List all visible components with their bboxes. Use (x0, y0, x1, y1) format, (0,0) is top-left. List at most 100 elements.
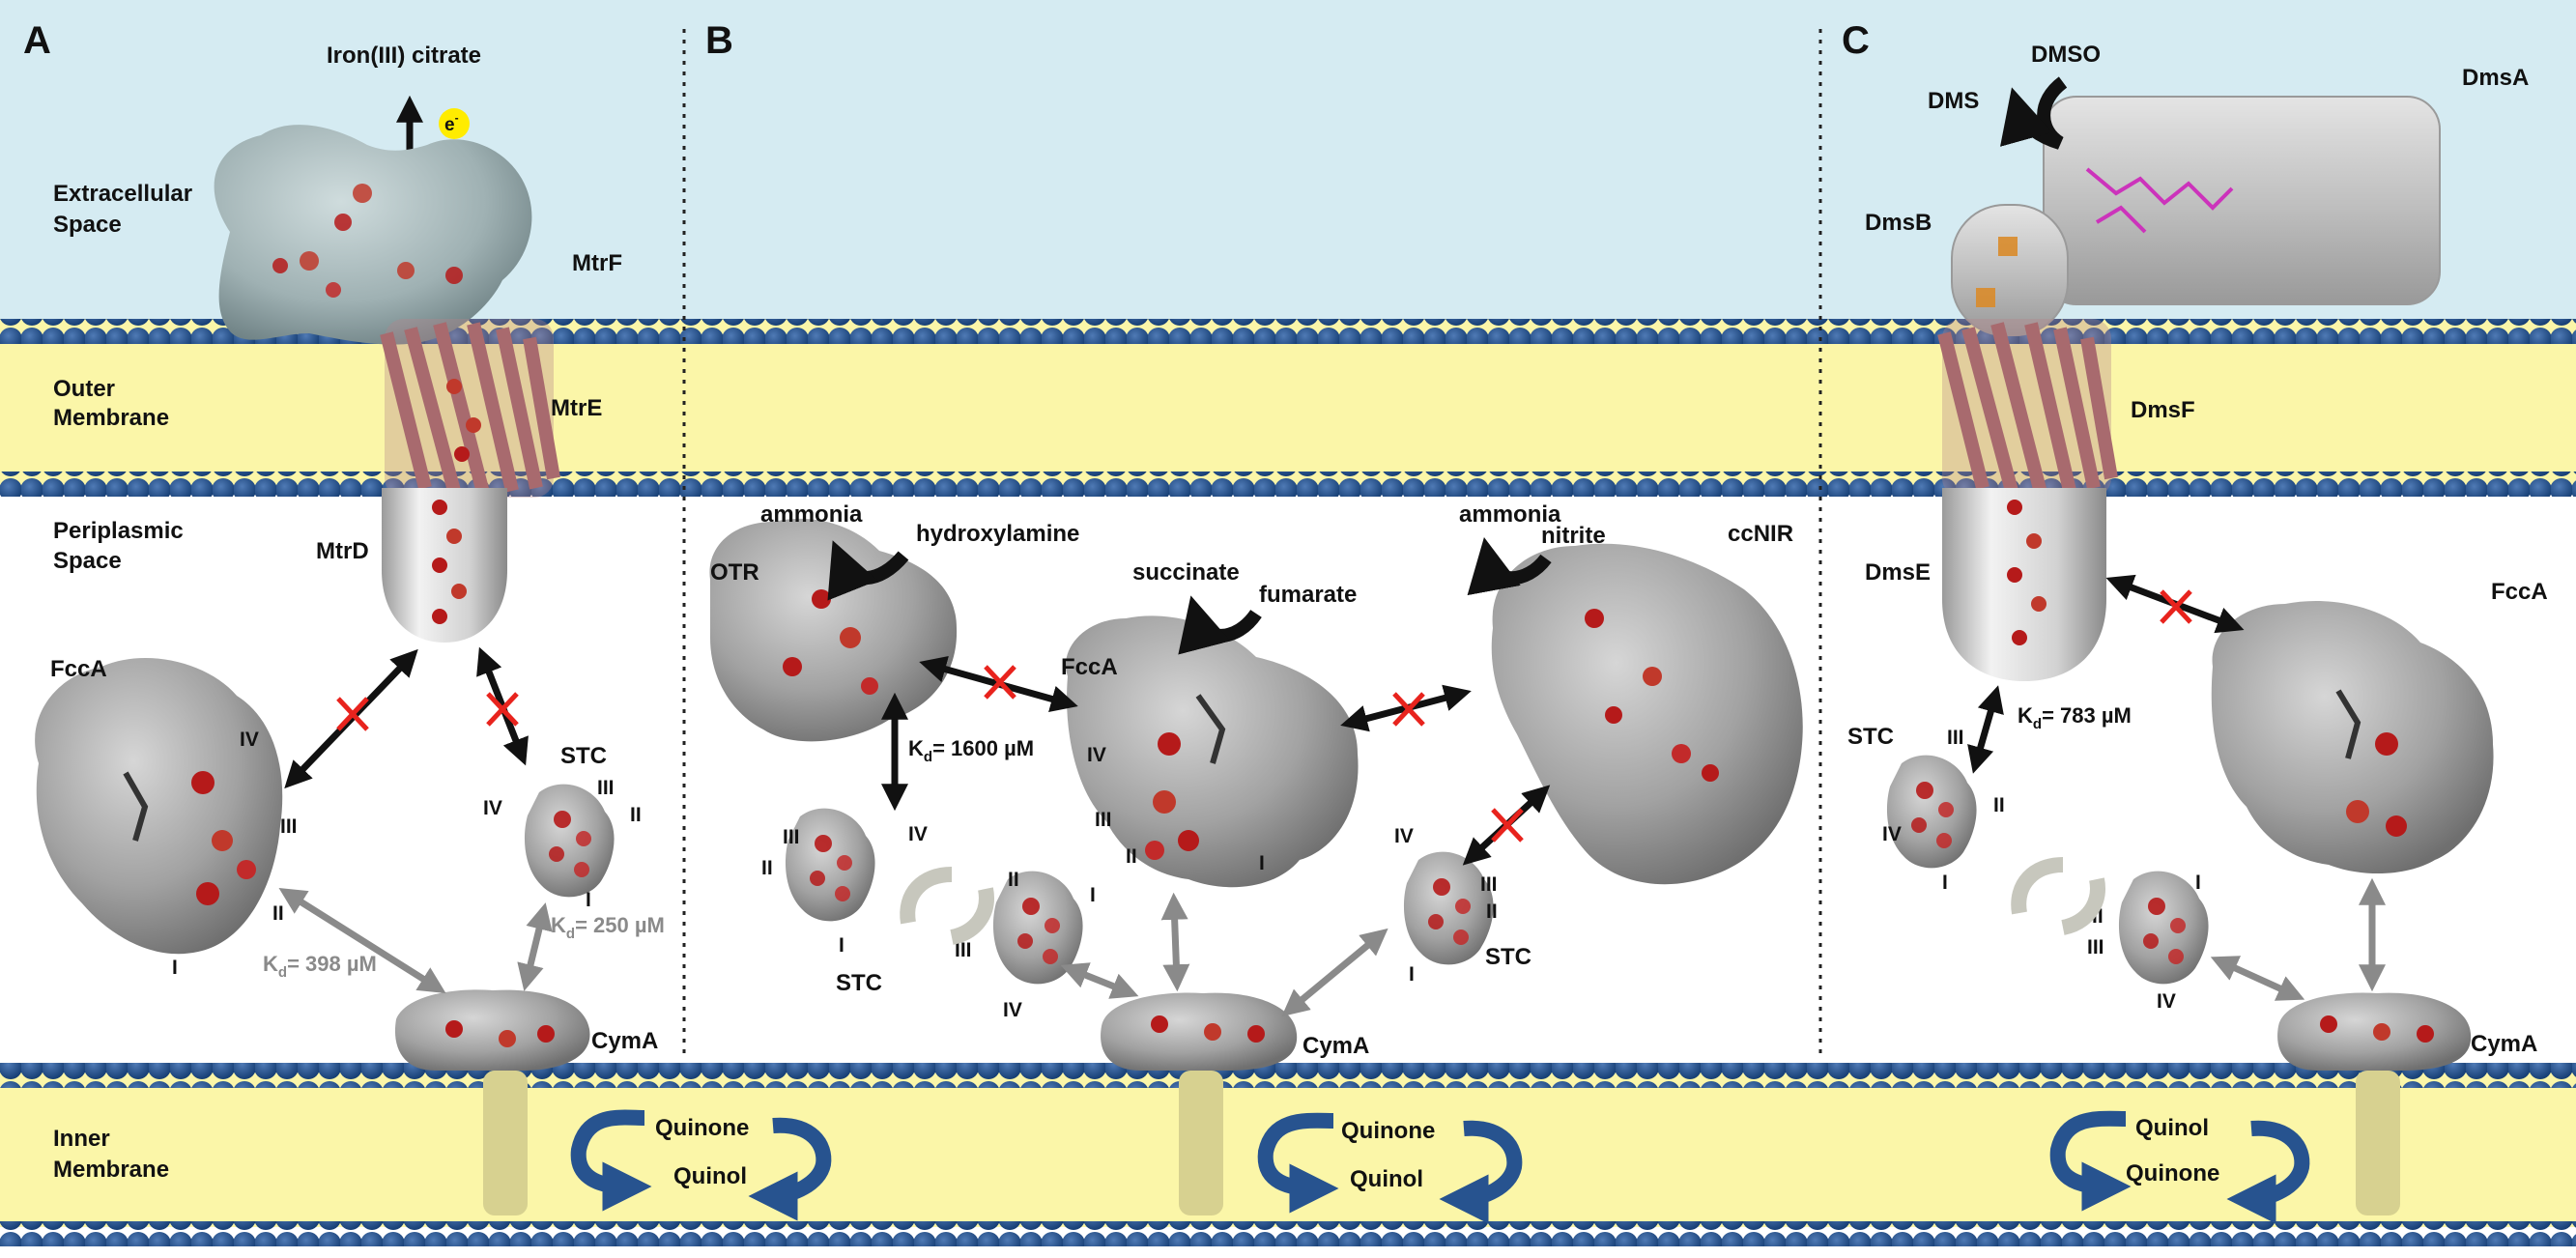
cyma-label-a: CymA (591, 1028, 658, 1054)
panel-c: C DmsA DmsB DMSO DMS DmsF (1842, 19, 2548, 1224)
quinol-label-b: Quinol (1350, 1166, 1423, 1192)
kd-dmse-stc-c: Kd= 783 µM (2018, 703, 2132, 732)
otr-protein (709, 518, 958, 742)
fcca-label-c: FccA (2491, 579, 2548, 605)
electron-label: e- (444, 111, 459, 135)
dmsa-label: DmsA (2462, 65, 2529, 91)
panel-c-letter: C (1842, 19, 1870, 62)
panel-b: B OTR ammonia hydroxylamine FccA succina… (705, 19, 1803, 1224)
quinone-label-c: Quinone (2126, 1160, 2219, 1187)
mtrd-label: MtrD (316, 538, 369, 564)
arrow-fcca-cyma-b (1160, 892, 1190, 992)
block-cross-b2 (1392, 692, 1425, 727)
electron-badge (439, 108, 470, 139)
fcca-protein-c (2211, 600, 2494, 874)
dmse-label: DmsE (1865, 559, 1931, 586)
region-label-inner-membrane-1: Inner (53, 1126, 110, 1152)
inner-membrane-leaflet-bottom (0, 1221, 2576, 1246)
stc-b-mid-heme-iii: III (955, 939, 972, 961)
stc-a-heme-ii: II (630, 804, 642, 826)
inner-membrane-leaflet-top (0, 1063, 2576, 1088)
stc-a-heme-iii: III (597, 777, 615, 799)
stc-b-mid-heme-iv: IV (1003, 999, 1022, 1021)
fcca-a-heme-iv: IV (240, 729, 259, 751)
inner-membrane-core (0, 1063, 2576, 1227)
stc-exchange-cycle-c (2011, 857, 2105, 935)
region-label-inner-membrane-2: Membrane (53, 1157, 169, 1183)
quinol-label-c: Quinol (2135, 1115, 2209, 1141)
ccnir-label: ccNIR (1728, 521, 1793, 547)
mtrd-protein (382, 488, 507, 643)
block-cross-b1 (984, 665, 1016, 700)
cyma-protein-b (1101, 992, 1298, 1215)
stc-b-left-heme-iv: IV (908, 823, 928, 845)
otr-product-label: ammonia (760, 501, 863, 528)
quinone-label-b: Quinone (1341, 1118, 1435, 1144)
stc-b-mid-heme-i: I (1090, 884, 1096, 906)
dmsf-barrel (1937, 319, 2118, 498)
stc-b-right-heme-ii: II (1486, 901, 1498, 923)
fcca-label-a: FccA (50, 656, 107, 682)
block-cross-c1 (2160, 589, 2192, 624)
fcca-a-heme-ii: II (272, 902, 284, 925)
region-label-outer-membrane-1: Outer (53, 376, 115, 402)
stc-b-left-heme-iii: III (783, 826, 800, 848)
arrow-cyma-stc-right-b (1281, 928, 1388, 1017)
panel-a: A Extracellular Space Outer Membrane Per… (23, 19, 832, 1221)
region-label-extracellular-1: Extracellular (53, 181, 192, 207)
fcca-product-label: succinate (1132, 559, 1240, 586)
stc-label-b-right: STC (1485, 944, 1531, 970)
dmsb-protein (1951, 204, 2069, 336)
cyma-protein-c (2277, 992, 2472, 1215)
kd-otr-stc-b: Kd= 1600 µM (908, 736, 1034, 765)
arrow-stc-cyma-a (517, 902, 553, 991)
stc-b-right-heme-i: I (1409, 963, 1415, 986)
mtrf-label: MtrF (572, 250, 622, 276)
quinone-cycle-b (1257, 1112, 1523, 1224)
arrow-stc-cyma-c (2210, 956, 2305, 1001)
arrow-stc-cyma-b (1060, 962, 1139, 999)
region-label-outer-membrane-2: Membrane (53, 405, 169, 431)
ccnir-reaction-arrow (1467, 536, 1552, 596)
kd-stc-cyma-a: Kd= 250 µM (551, 913, 665, 942)
fcca-label-b: FccA (1061, 654, 1118, 680)
stc-c-heme-ii: II (1993, 794, 2005, 816)
fcca-protein-b (1066, 615, 1359, 888)
fcca-substrate-label: fumarate (1259, 582, 1357, 608)
panel-b-letter: B (705, 19, 733, 62)
fcca-b-heme-ii: II (1126, 845, 1137, 868)
region-label-periplasm-1: Periplasmic (53, 518, 184, 544)
block-cross-a2 (486, 692, 519, 727)
cyma-protein-a (394, 989, 590, 1215)
stc-c-heme-i: I (1942, 872, 1948, 894)
stc-b-left-heme-i: I (839, 934, 844, 957)
region-label-periplasm-2: Space (53, 548, 122, 574)
cyma-label-c: CymA (2471, 1031, 2537, 1057)
fcca-b-heme-i: I (1259, 852, 1265, 874)
iron-citrate-label: Iron(III) citrate (327, 43, 481, 69)
quinone-cycle-c (2049, 1110, 2310, 1224)
panel-a-letter: A (23, 19, 51, 62)
dmsb-label: DmsB (1865, 210, 1932, 236)
stc-c-mid-heme-i: I (2195, 872, 2201, 894)
fcca-reaction-arrow (1178, 595, 1262, 655)
stc-c-mid-heme-iii: III (2087, 936, 2104, 958)
cyma-label-b: CymA (1302, 1033, 1369, 1059)
dms-reaction-arrow (2000, 76, 2068, 150)
fcca-a-heme-iii: III (280, 815, 298, 838)
quinol-label-a: Quinol (673, 1163, 747, 1189)
dms-label: DMS (1928, 88, 1979, 114)
ccnir-product-label: ammonia (1459, 501, 1561, 528)
stc-a-heme-i: I (586, 889, 591, 911)
fcca-b-heme-iv: IV (1087, 744, 1106, 766)
quinone-cycle-a (570, 1109, 832, 1221)
mtre-label: MtrE (551, 395, 602, 421)
dmse-protein (1942, 488, 2106, 681)
stc-b-right-heme-iii: III (1480, 873, 1498, 896)
fcca-b-heme-iii: III (1095, 809, 1112, 831)
dmsa-protein (2043, 96, 2441, 305)
stc-c-heme-iii: III (1947, 727, 1964, 749)
quinone-label-a: Quinone (655, 1115, 749, 1141)
